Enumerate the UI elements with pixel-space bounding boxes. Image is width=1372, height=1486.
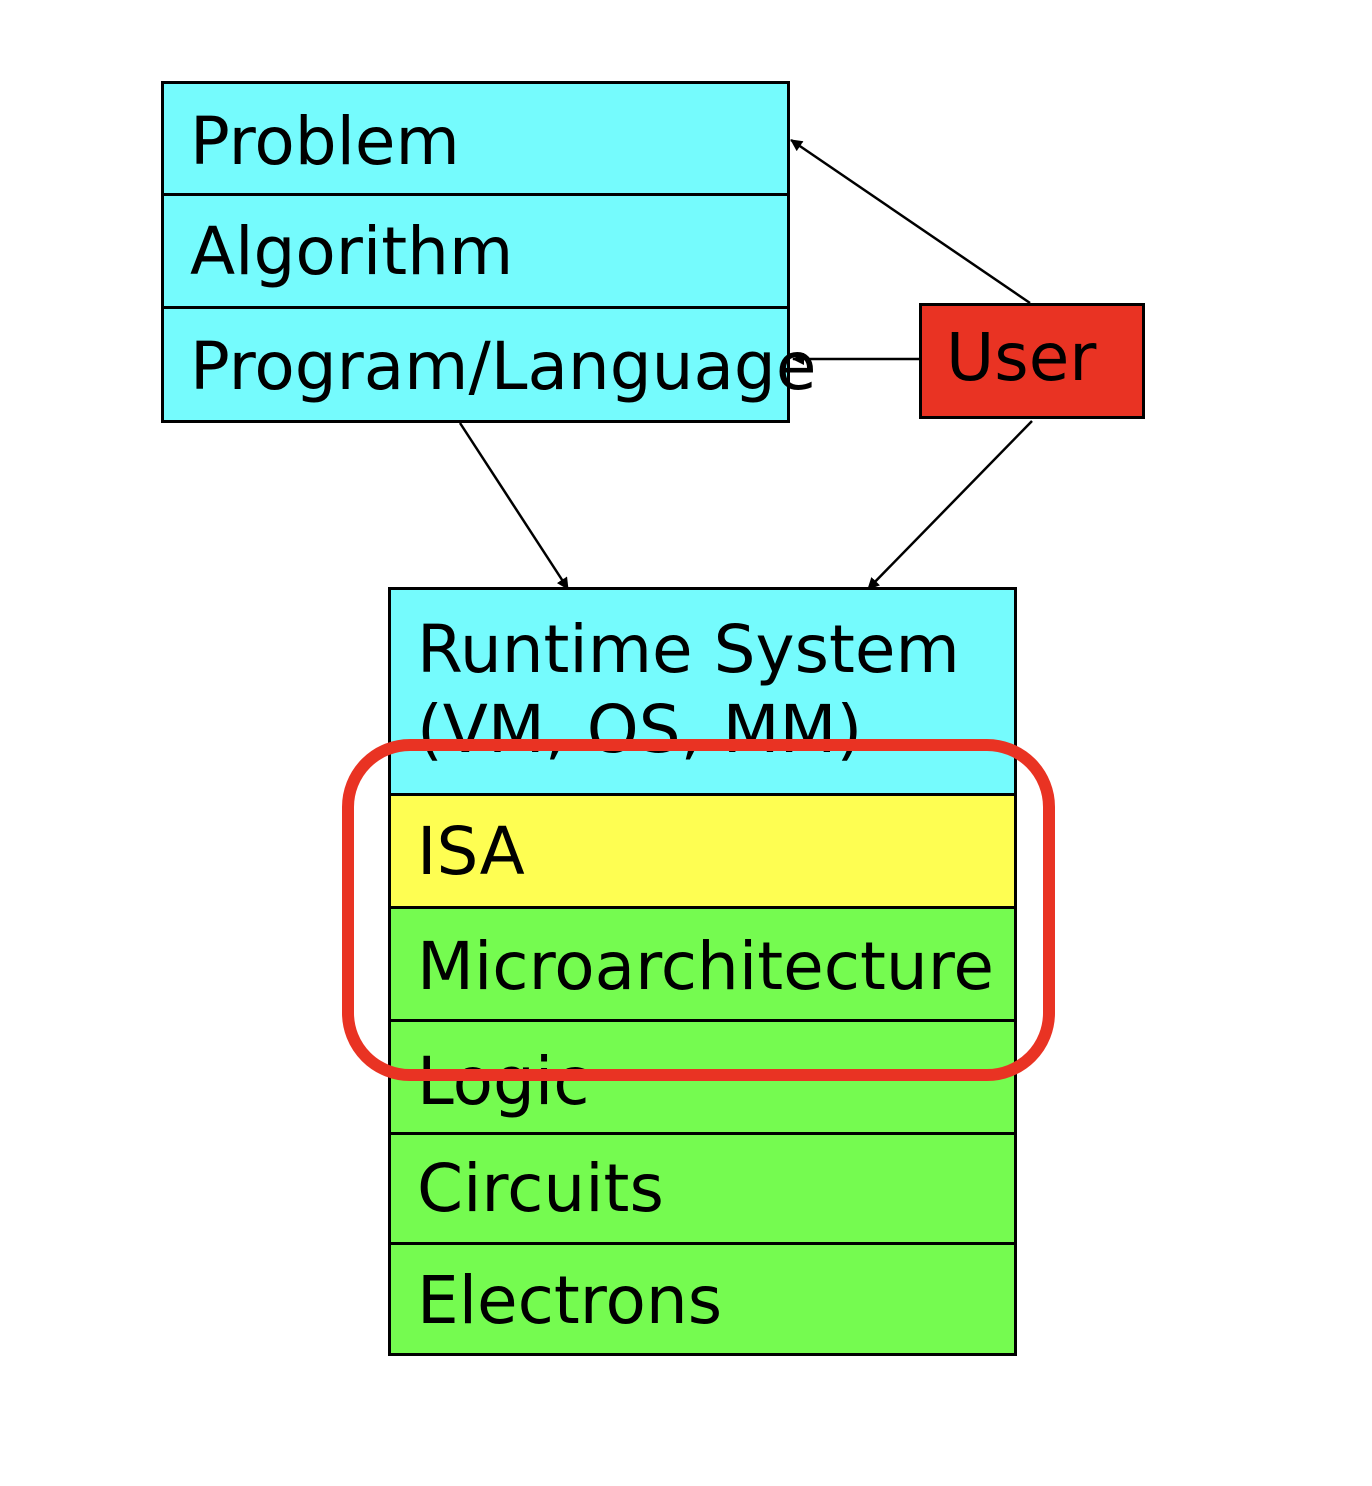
layer-isa: ISA	[388, 793, 1017, 909]
user-label: User	[946, 319, 1097, 396]
runtime-line-2: (VM, OS, MM)	[417, 691, 863, 768]
layer-program-language: Program/Language	[161, 306, 816, 423]
layer-circuits: Circuits	[388, 1132, 1017, 1245]
layer-logic: Logic	[388, 1019, 1017, 1135]
layer-circuits-label: Circuits	[417, 1150, 664, 1227]
arrow-program-to-runtime	[458, 422, 570, 590]
layer-runtime-system: Runtime System (VM, OS, MM)	[388, 587, 1017, 796]
layer-isa-label: ISA	[417, 813, 525, 890]
arrow-user-to-problem	[790, 138, 1031, 305]
user-box: User	[919, 303, 1145, 419]
layer-electrons-label: Electrons	[417, 1262, 723, 1339]
layer-electrons: Electrons	[388, 1242, 1017, 1356]
layer-microarchitecture-label: Microarchitecture	[417, 928, 994, 1005]
layer-logic-label: Logic	[417, 1043, 590, 1120]
layer-microarchitecture: Microarchitecture	[388, 906, 1017, 1022]
layer-algorithm: Algorithm	[161, 193, 790, 309]
layer-program-language-label: Program/Language	[190, 328, 817, 405]
layer-algorithm-label: Algorithm	[190, 213, 514, 290]
layer-problem: Problem	[161, 81, 790, 196]
arrow-user-to-runtime	[867, 420, 1033, 590]
runtime-line-1: Runtime System	[417, 611, 960, 688]
layer-problem-label: Problem	[190, 103, 460, 180]
